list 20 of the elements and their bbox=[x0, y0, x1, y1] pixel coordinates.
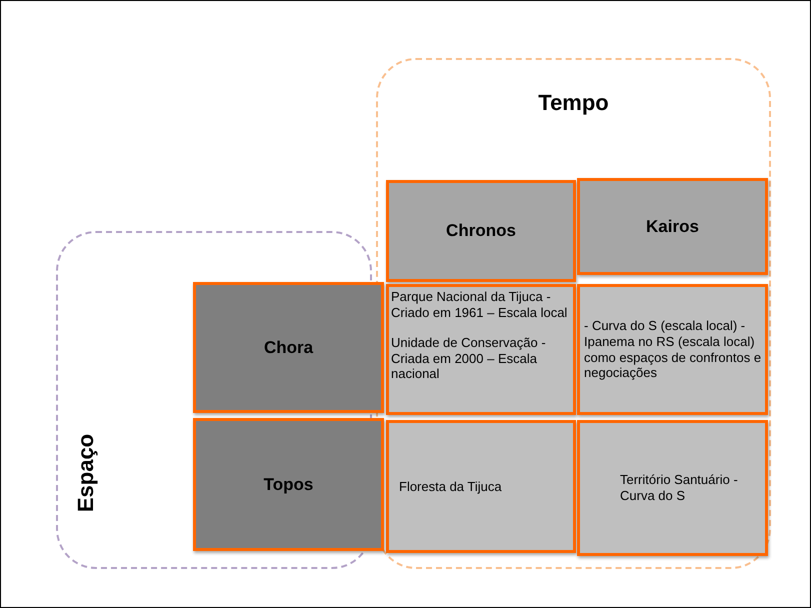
column-header-box bbox=[577, 178, 768, 275]
row-header-box bbox=[193, 282, 384, 413]
row-header-box bbox=[193, 418, 384, 551]
cell-text: - Curva do S (escala local) - Ipanema no RS (escala local) como espaços de confrontos e negociações bbox=[584, 318, 762, 381]
cell-text: Floresta da Tijuca bbox=[399, 478, 503, 494]
cell-text: Parque Nacional da Tijuca - Criado em 1961 – Escala local bbox=[391, 289, 568, 320]
table-cell bbox=[577, 284, 768, 415]
header-text: Topos bbox=[264, 474, 314, 494]
table-cell bbox=[386, 420, 576, 553]
column-header-box bbox=[386, 180, 576, 282]
header-text: Kairos bbox=[646, 216, 699, 236]
dashed-group-frame bbox=[376, 58, 771, 569]
group-title: Espaço bbox=[73, 434, 99, 512]
header-text: Chronos bbox=[446, 221, 516, 241]
group-title: Tempo bbox=[538, 90, 609, 116]
cell-text: Território Santuário - Curva do S bbox=[620, 472, 739, 504]
header-text: Chora bbox=[264, 338, 314, 358]
cell-text: Unidade de Conservação - Criada em 2000 – Escala nacional bbox=[391, 335, 547, 382]
table-cell bbox=[577, 420, 768, 556]
table-cell bbox=[386, 284, 576, 415]
